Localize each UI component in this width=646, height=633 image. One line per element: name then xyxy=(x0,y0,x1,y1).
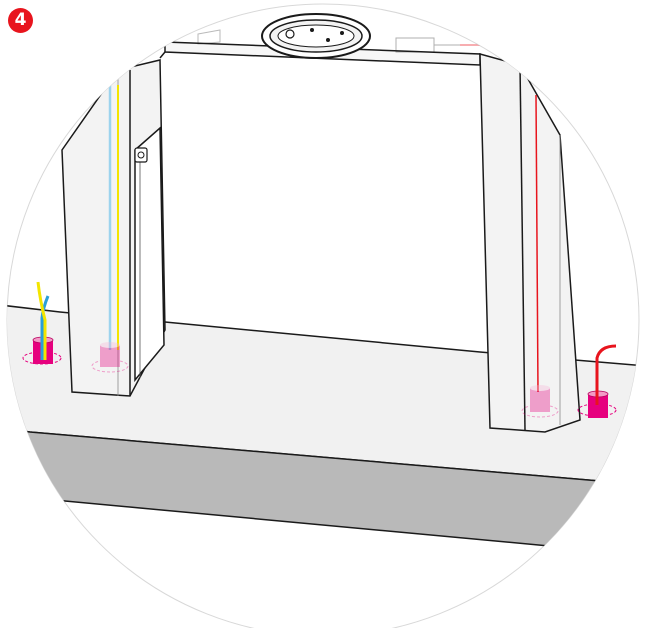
connector-plug-icon xyxy=(134,147,148,163)
right-floor-conduit xyxy=(577,390,617,418)
ceiling-connector-faded xyxy=(395,37,482,53)
junction-box-icon xyxy=(261,13,371,59)
left-pillar-door xyxy=(134,126,165,383)
step-number-badge: 4 xyxy=(8,8,33,33)
floor-slab-side xyxy=(7,427,639,556)
yellow-cable-left xyxy=(36,281,47,360)
right-pillar xyxy=(479,53,581,433)
conduit-in-left-pillar xyxy=(91,342,129,373)
red-cable-in-pillar xyxy=(535,94,539,393)
red-cable-right xyxy=(595,344,617,405)
ceiling-clip-faded xyxy=(197,29,221,45)
conduit-in-right-pillar xyxy=(521,385,559,418)
